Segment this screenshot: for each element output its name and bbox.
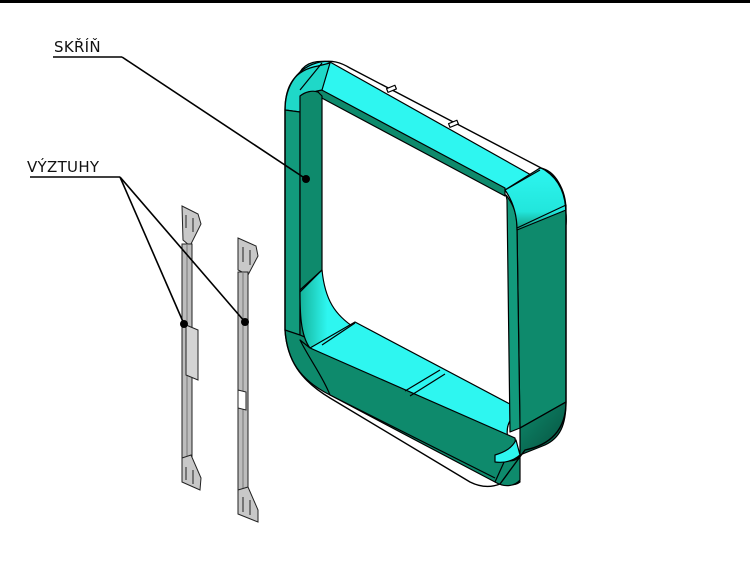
leader-housing [53,56,307,180]
label-housing: SKŘÍŇ [54,38,101,56]
leader-dot-stiffener-left [180,320,188,328]
housing-frame [284,60,567,488]
stiffener-right [237,237,259,523]
label-stiffeners: VÝZTUHY [27,158,100,176]
top-border [0,0,750,3]
leader-dot-stiffener-right [241,318,249,326]
leader-dot-housing [302,175,310,183]
leader-stiffeners [30,176,246,325]
stiffener-left [181,205,202,491]
